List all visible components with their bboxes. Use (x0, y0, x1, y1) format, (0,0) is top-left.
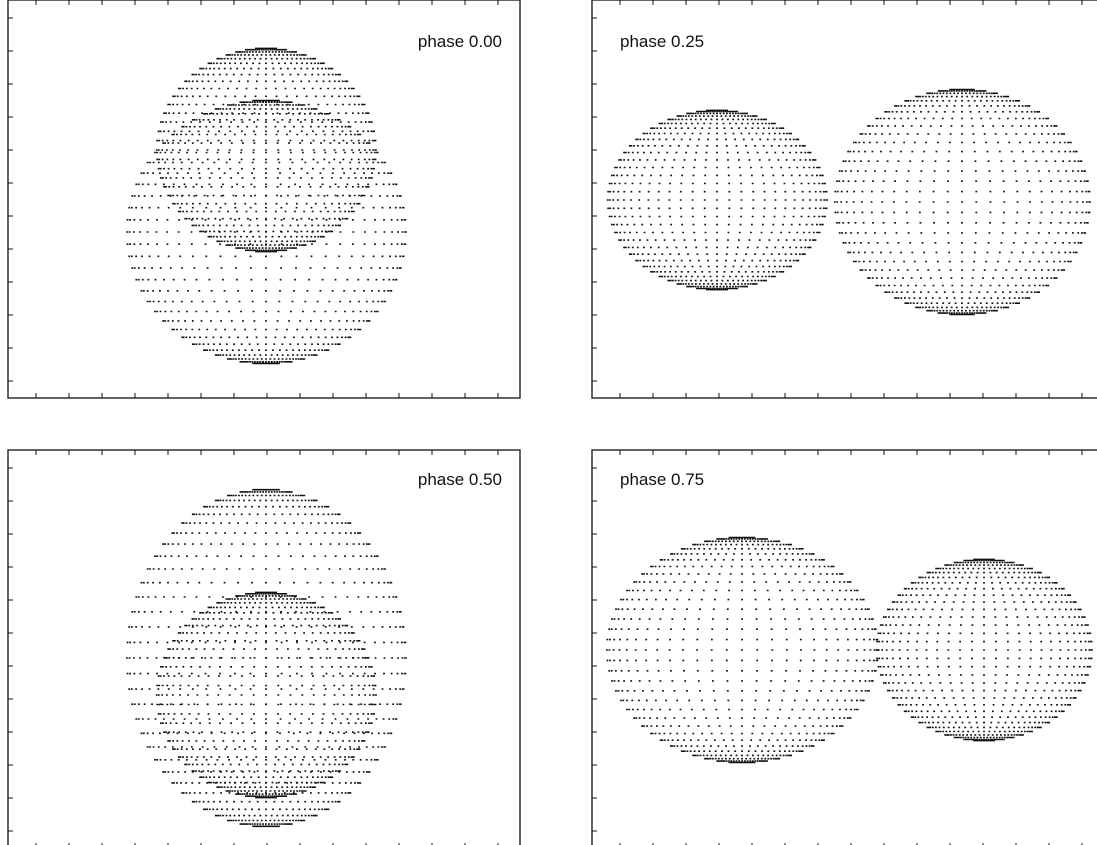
star-surface-dots (126, 488, 407, 828)
star-dots (155, 591, 377, 799)
star-surface-dots (606, 88, 1091, 316)
phase-label: phase 0.75 (620, 470, 704, 489)
panel-frame (591, 449, 1097, 845)
star-dots (606, 109, 828, 291)
axis-ticks (592, 450, 1083, 845)
panel-frame (591, 0, 1097, 399)
star-dots (126, 488, 407, 828)
panel-phase-075: phase 0.75 (591, 449, 1097, 845)
star-surface-dots (606, 536, 1093, 764)
phase-label: phase 0.00 (418, 32, 502, 51)
panel-frame (7, 0, 521, 399)
star-surface-dots (126, 47, 407, 365)
axis-ticks (8, 450, 499, 845)
panel-phase-000: phase 0.00 (7, 0, 521, 399)
star-dots (875, 558, 1093, 742)
phase-label: phase 0.25 (620, 32, 704, 51)
star-dots (126, 99, 407, 365)
star-dots (155, 47, 377, 253)
axis-ticks (592, 0, 1083, 398)
phase-label: phase 0.50 (418, 470, 502, 489)
panel-phase-050: phase 0.50 (7, 449, 521, 845)
star-dots (606, 536, 879, 764)
axis-ticks (8, 0, 499, 398)
star-dots (833, 88, 1091, 316)
panel-frame (7, 449, 521, 845)
panel-phase-025: phase 0.25 (591, 0, 1097, 399)
